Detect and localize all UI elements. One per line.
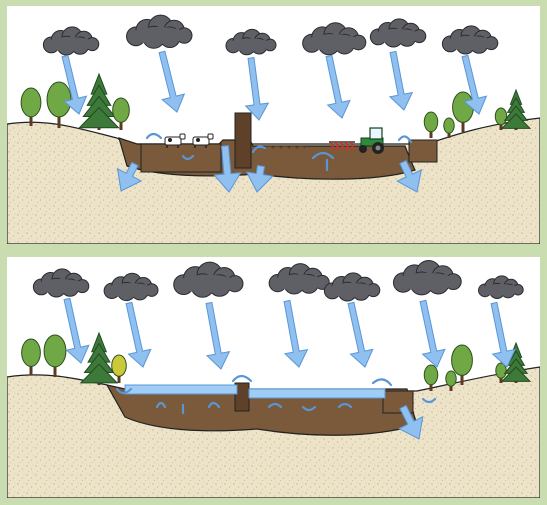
tree-icon xyxy=(20,87,42,126)
drainage-arrow-icon xyxy=(397,404,424,440)
water-flow-icon xyxy=(155,401,167,409)
cloud-icon xyxy=(126,14,193,49)
conifer-icon xyxy=(79,331,119,385)
rain-arrow-icon xyxy=(125,301,152,368)
water-flow-icon xyxy=(311,151,335,160)
scene-rewetted xyxy=(7,260,540,498)
cow-icon xyxy=(164,133,186,148)
rain-arrow-icon xyxy=(283,299,309,368)
rain-arrow-icon xyxy=(61,54,88,115)
tree-icon xyxy=(443,117,455,138)
tree-icon xyxy=(111,354,127,383)
panel-drained-peatland xyxy=(7,6,540,244)
cloud-icon xyxy=(478,275,524,299)
tree-icon xyxy=(452,91,474,132)
rain-arrow-icon xyxy=(325,54,351,119)
peat-edge-block xyxy=(408,139,438,163)
cloud-icon xyxy=(173,261,244,298)
mineral-soil xyxy=(7,366,540,498)
cloud-icon xyxy=(32,268,90,298)
tree-icon xyxy=(423,111,439,138)
water-flow-icon xyxy=(251,145,267,154)
drainage-arrow-icon xyxy=(213,145,242,193)
rain-arrow-icon xyxy=(158,50,186,113)
water-surface xyxy=(124,384,238,395)
drainage-arrow-icon xyxy=(245,164,274,193)
drainage-arrow-icon xyxy=(116,161,143,192)
cloud-icon xyxy=(268,263,330,295)
peat-field-block xyxy=(140,143,222,173)
tree-icon xyxy=(112,97,130,130)
water-flow-icon xyxy=(231,374,253,383)
rain-arrow-icon xyxy=(205,301,231,370)
rain-arrow-icon xyxy=(461,54,488,115)
tractor-icon xyxy=(359,127,384,154)
water-flow-icon xyxy=(181,154,195,161)
tree-icon xyxy=(451,344,473,385)
conifer-icon xyxy=(78,72,120,130)
panel-rewetted-peatland xyxy=(7,257,540,498)
tree-icon xyxy=(423,364,439,391)
conifer-icon xyxy=(500,341,532,383)
drainage-arrow-icon xyxy=(396,159,423,193)
cloud-icon xyxy=(103,272,159,302)
rain-arrow-icon xyxy=(388,50,414,111)
tree-icon xyxy=(494,107,508,130)
scene-drained xyxy=(7,14,540,244)
cloud-icon xyxy=(302,22,367,56)
rain-arrow-icon xyxy=(347,301,374,368)
cloud-icon xyxy=(392,260,462,296)
peat-ridge xyxy=(234,112,252,169)
water-surface xyxy=(248,388,386,399)
plough-icon xyxy=(329,141,355,151)
cloud-icon xyxy=(323,272,381,302)
rain-arrow-icon xyxy=(244,57,270,121)
cloud-icon xyxy=(369,18,427,48)
conifer-icon xyxy=(500,88,532,130)
tree-icon xyxy=(43,334,67,377)
cloud-icon xyxy=(441,25,499,55)
tree-icon xyxy=(21,338,41,375)
water-flow-icon xyxy=(421,397,437,404)
rain-arrow-icon xyxy=(63,297,90,364)
tree-icon xyxy=(495,362,507,383)
rain-arrow-icon xyxy=(419,299,446,368)
cloud-icon xyxy=(42,26,100,56)
water-flow-icon xyxy=(207,401,221,409)
water-flow-icon xyxy=(267,402,283,409)
tree-icon xyxy=(445,370,457,391)
furrows xyxy=(264,145,306,150)
cow-icon xyxy=(192,133,214,148)
water-flow-icon xyxy=(301,405,317,412)
water-flow-icon xyxy=(371,378,393,387)
mineral-soil xyxy=(7,117,540,244)
water-flow-icon xyxy=(115,387,133,395)
water-flow-icon xyxy=(397,135,413,144)
water-flow-icon xyxy=(337,402,353,409)
rain-arrow-icon xyxy=(490,301,516,368)
tree-icon xyxy=(46,81,72,128)
water-flow-icon xyxy=(145,132,163,140)
cloud-icon xyxy=(225,28,277,56)
